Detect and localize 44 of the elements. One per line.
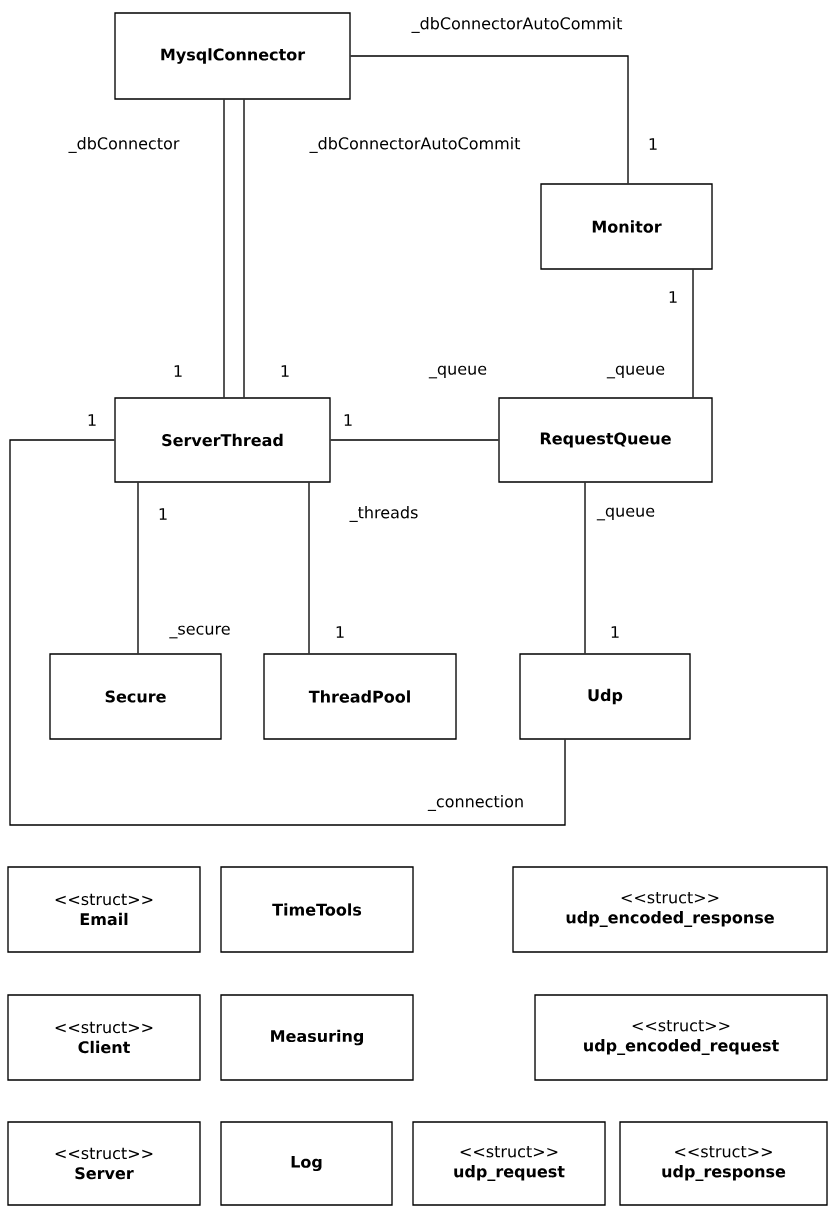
connection-line — [137, 482, 139, 654]
class-box: Monitor — [540, 183, 713, 270]
connection-line — [584, 482, 586, 654]
role-label: _threads — [349, 506, 418, 522]
multiplicity-label: 1 — [88, 414, 96, 426]
multiplicity-label: 1 — [611, 626, 619, 638]
multiplicity-label: 1 — [281, 365, 289, 377]
role-label: _secure — [169, 625, 230, 639]
class-box: <<struct>> udp_encoded_request — [534, 994, 828, 1081]
connection-line — [9, 439, 566, 826]
connection-line — [330, 439, 499, 441]
multiplicity-label: 1 — [344, 414, 352, 426]
role-label: _connection — [427, 795, 523, 811]
connection-line — [350, 55, 629, 184]
class-box: RequestQueue — [498, 397, 713, 483]
class-box: <<struct>> udp_response — [619, 1121, 828, 1206]
role-label: _dbConnectorAutoCommit — [411, 17, 623, 33]
connection-line — [223, 99, 225, 398]
multiplicity-label: 1 — [336, 626, 344, 638]
class-box: MysqlConnector — [114, 12, 351, 100]
role-label: _queue — [606, 365, 665, 379]
class-box: ServerThread — [114, 397, 331, 483]
class-box: Measuring — [220, 994, 414, 1081]
class-box: <<struct>> udp_encoded_response — [512, 866, 828, 953]
class-box: ThreadPool — [263, 653, 457, 740]
role-label: _queue — [428, 365, 487, 379]
class-box: <<struct>> udp_request — [412, 1121, 606, 1206]
class-box: <<struct>> Server — [7, 1121, 201, 1206]
multiplicity-label: 1 — [174, 365, 182, 377]
class-box: Udp — [519, 653, 691, 740]
connection-line — [243, 99, 245, 398]
class-box: TimeTools — [220, 866, 414, 953]
multiplicity-label: 1 — [669, 291, 677, 303]
class-box: <<struct>> Client — [7, 994, 201, 1081]
class-box: Log — [220, 1121, 393, 1206]
multiplicity-label: 1 — [159, 508, 167, 520]
class-box: <<struct>> Email — [7, 866, 201, 953]
class-box: Secure — [49, 653, 222, 740]
role-label: _queue — [596, 507, 655, 521]
role-label: _dbConnectorAutoCommit — [309, 137, 521, 153]
connection-line — [692, 269, 694, 398]
connection-line — [308, 482, 310, 654]
multiplicity-label: 1 — [649, 138, 657, 150]
role-label: _dbConnector — [68, 137, 180, 153]
